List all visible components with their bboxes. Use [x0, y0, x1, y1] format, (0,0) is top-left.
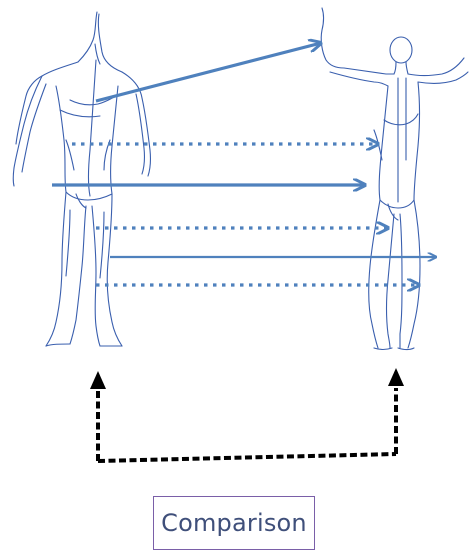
feedback-arrowhead-left [90, 371, 106, 389]
feedback-loop [96, 388, 398, 463]
comparison-label-box: Comparison [153, 496, 315, 550]
comparison-label: Comparison [161, 509, 307, 537]
mapping-arrows [52, 43, 436, 285]
comparison-diagram [12, 7, 469, 463]
human-figure-right [320, 7, 469, 351]
feedback-bottom [97, 452, 397, 463]
arrow-shoulder [95, 43, 321, 103]
human-figure-left [12, 11, 151, 347]
feedback-arrowhead-right [388, 368, 404, 386]
